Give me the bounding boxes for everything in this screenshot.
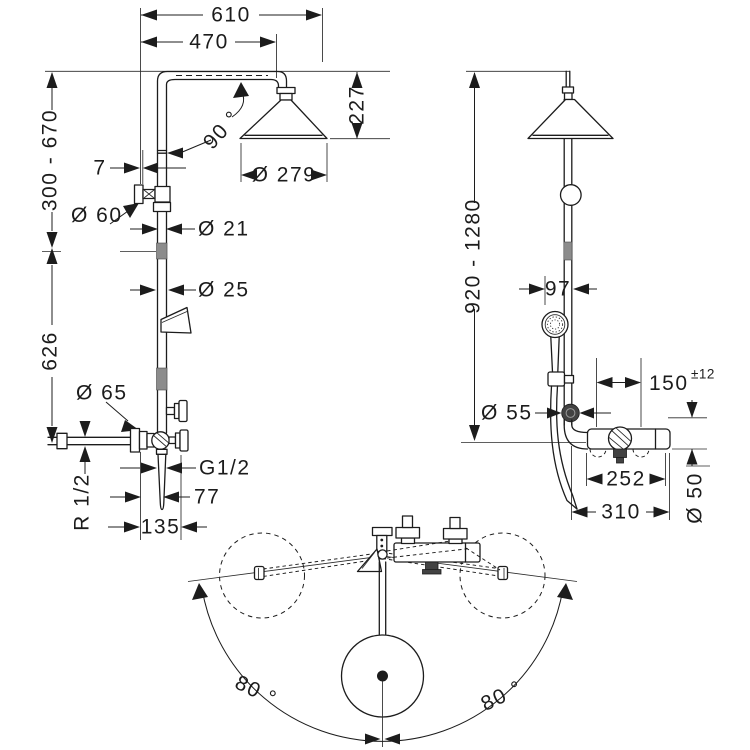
dim-label-90deg: 90 ° bbox=[199, 106, 245, 154]
dim-label-920-1280: 920 - 1280 bbox=[462, 198, 485, 313]
dim-label-300-670: 300 - 670 bbox=[39, 109, 62, 211]
angle-label-80-right: 80 ° bbox=[477, 676, 526, 716]
dim-label-d60: Ø 60 bbox=[71, 204, 123, 227]
dim-252: 252 bbox=[586, 468, 666, 491]
front-view: 610 470 227 90 ° 7 bbox=[39, 4, 390, 540]
dim-r12: R 1/2 bbox=[71, 421, 94, 531]
slide-band-side bbox=[563, 241, 573, 261]
dim-227: 227 bbox=[346, 72, 369, 139]
angle-label-80-left: 80 ° bbox=[231, 671, 280, 711]
dim-610: 610 bbox=[141, 4, 322, 27]
side-view: 920 - 1280 97 Ø 55 150 ±12 bbox=[461, 70, 715, 524]
dim-label-d50: Ø 50 bbox=[684, 472, 707, 524]
dim-135: 135 bbox=[108, 516, 207, 539]
handshower-side bbox=[541, 310, 575, 387]
dim-d55: Ø 55 bbox=[481, 402, 611, 425]
spray-wand-front bbox=[155, 448, 168, 511]
dim-label-g12: G1/2 bbox=[199, 457, 251, 480]
dim-g12: G1/2 bbox=[120, 457, 251, 480]
front-extension-lines bbox=[42, 8, 390, 540]
dim-label-d55: Ø 55 bbox=[481, 402, 533, 425]
dim-150: 150 ±12 bbox=[596, 367, 715, 395]
dim-d50: Ø 50 bbox=[684, 400, 707, 524]
dim-label-227: 227 bbox=[346, 85, 369, 125]
dim-label-252: 252 bbox=[606, 468, 646, 491]
overhead-shower-plan bbox=[340, 634, 425, 747]
dim-label-d279: Ø 279 bbox=[252, 164, 317, 187]
dim-470: 470 bbox=[141, 31, 276, 54]
dim-d21: Ø 21 bbox=[130, 218, 250, 241]
slide-band-lower-front bbox=[156, 367, 168, 391]
dim-920-1280: 920 - 1280 bbox=[462, 72, 485, 441]
overhead-shower-side bbox=[527, 98, 614, 140]
dim-77: 77 bbox=[110, 486, 220, 509]
mixer-plan bbox=[356, 515, 501, 575]
dim-label-7: 7 bbox=[93, 157, 106, 180]
riser-pipe-side bbox=[561, 70, 575, 426]
mixer-side bbox=[563, 419, 671, 464]
dim-label-d65: Ø 65 bbox=[76, 382, 128, 405]
wall-bracket-front bbox=[133, 184, 172, 213]
overhead-shower-front bbox=[239, 86, 328, 140]
diverter-valve-front bbox=[165, 399, 188, 423]
swivel-range-left-circle bbox=[219, 532, 305, 619]
swivel-range-right-circle bbox=[459, 532, 546, 619]
selector-knob bbox=[561, 403, 580, 423]
dim-d279: Ø 279 bbox=[241, 164, 327, 187]
dim-310: 310 bbox=[571, 501, 670, 524]
riser-pipe-front bbox=[156, 70, 288, 434]
handshower-hose bbox=[549, 385, 578, 510]
dim-label-626: 626 bbox=[39, 331, 62, 371]
dim-300-670: 300 - 670 626 bbox=[39, 72, 62, 443]
dim-label-310: 310 bbox=[601, 501, 641, 524]
dim-97: 97 bbox=[519, 278, 597, 301]
dim-label-r12: R 1/2 bbox=[71, 473, 94, 531]
dim-label-135: 135 bbox=[141, 516, 181, 539]
dim-d60: Ø 60 bbox=[71, 203, 139, 227]
dim-label-470: 470 bbox=[189, 31, 229, 54]
dim-label-97: 97 bbox=[545, 278, 571, 301]
top-view: 80 ° 80 ° bbox=[187, 515, 578, 747]
handshower-holder-front bbox=[160, 306, 192, 334]
dim-angle-90: 90 ° bbox=[167, 82, 249, 159]
supply-pipe-front bbox=[47, 432, 132, 450]
dim-label-d25: Ø 25 bbox=[198, 279, 250, 302]
side-extension-lines bbox=[461, 70, 710, 520]
shutoff-valve-front bbox=[129, 427, 189, 453]
dim-label-610: 610 bbox=[211, 4, 251, 27]
ball-joint bbox=[559, 184, 582, 206]
slide-band-upper-front bbox=[156, 242, 168, 260]
dim-label-150: 150 bbox=[649, 372, 689, 395]
dim-label-150-tolerance: ±12 bbox=[691, 367, 715, 382]
dim-label-d21: Ø 21 bbox=[198, 218, 250, 241]
dim-label-77: 77 bbox=[194, 486, 220, 509]
dim-7: 7 bbox=[93, 157, 186, 180]
dim-d25: Ø 25 bbox=[130, 279, 250, 302]
